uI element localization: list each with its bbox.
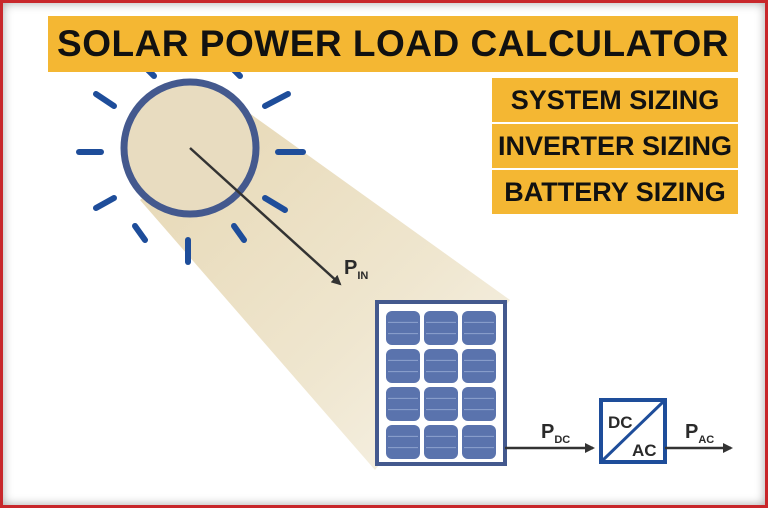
- inverter-icon: DC AC: [599, 398, 667, 464]
- section-system-sizing: SYSTEM SIZING: [492, 78, 738, 122]
- panel-cell: [462, 425, 496, 459]
- panel-cell: [424, 425, 458, 459]
- title-banner: SOLAR POWER LOAD CALCULATOR: [48, 16, 738, 72]
- panel-cell: [386, 425, 420, 459]
- panel-cell: [462, 349, 496, 383]
- input-power-label: PIN: [344, 257, 368, 282]
- solar-panel-icon: [375, 300, 507, 466]
- inverter-dc-text: DC: [608, 413, 633, 432]
- ac-power-label: PAC: [685, 421, 714, 446]
- panel-cell: [386, 311, 420, 345]
- section-inverter-sizing: INVERTER SIZING: [492, 124, 738, 168]
- panel-cells: [386, 311, 496, 459]
- section-label: BATTERY SIZING: [504, 176, 726, 207]
- panel-cell: [462, 311, 496, 345]
- panel-cell: [424, 349, 458, 383]
- page-title: SOLAR POWER LOAD CALCULATOR: [57, 23, 729, 64]
- section-label: INVERTER SIZING: [497, 130, 733, 161]
- section-battery-sizing: BATTERY SIZING: [492, 170, 738, 214]
- panel-cell: [462, 387, 496, 421]
- section-label: SYSTEM SIZING: [510, 84, 720, 115]
- inverter-ac-text: AC: [632, 441, 657, 460]
- panel-cell: [424, 311, 458, 345]
- dc-power-label: PDC: [541, 421, 570, 446]
- panel-cell: [386, 387, 420, 421]
- panel-cell: [424, 387, 458, 421]
- panel-cell: [386, 349, 420, 383]
- input-power-arrow: [189, 147, 342, 286]
